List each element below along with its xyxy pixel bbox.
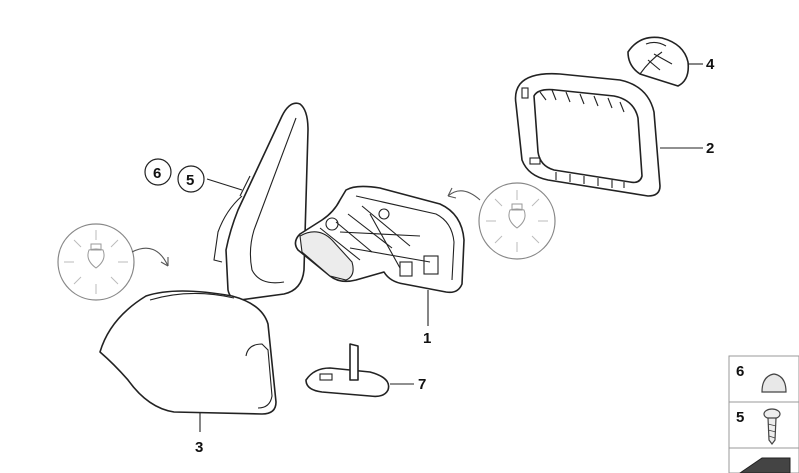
callout-4: 4 — [706, 56, 715, 73]
cap-nut-icon — [761, 373, 787, 393]
callout-5-circle — [177, 165, 205, 193]
legend-label-6: 6 — [736, 363, 744, 380]
callout-6-circle — [144, 158, 172, 186]
callout-2: 2 — [706, 140, 714, 157]
legend-box-5 — [728, 401, 799, 449]
part-3-mirror-cap — [99, 290, 277, 415]
legend-partial-shape-icon — [739, 457, 791, 473]
screw-icon — [763, 408, 781, 445]
bulb-detail-left — [57, 223, 169, 301]
part-2-frame — [514, 72, 661, 197]
callout-5: 5 — [186, 172, 194, 189]
part-5-6-mirror-base — [213, 102, 309, 301]
part-7-bracket — [305, 343, 390, 398]
part-4-actuator — [627, 36, 690, 87]
callout-6: 6 — [153, 165, 161, 182]
callout-1: 1 — [423, 330, 431, 347]
legend-label-5: 5 — [736, 409, 744, 426]
callout-7: 7 — [418, 376, 426, 393]
part-1-mirror-housing — [294, 185, 465, 294]
callout-3: 3 — [195, 439, 203, 456]
hardware-legend: 6 5 — [728, 355, 799, 473]
bulb-detail-right — [447, 182, 556, 260]
legend-box-6 — [728, 355, 799, 403]
